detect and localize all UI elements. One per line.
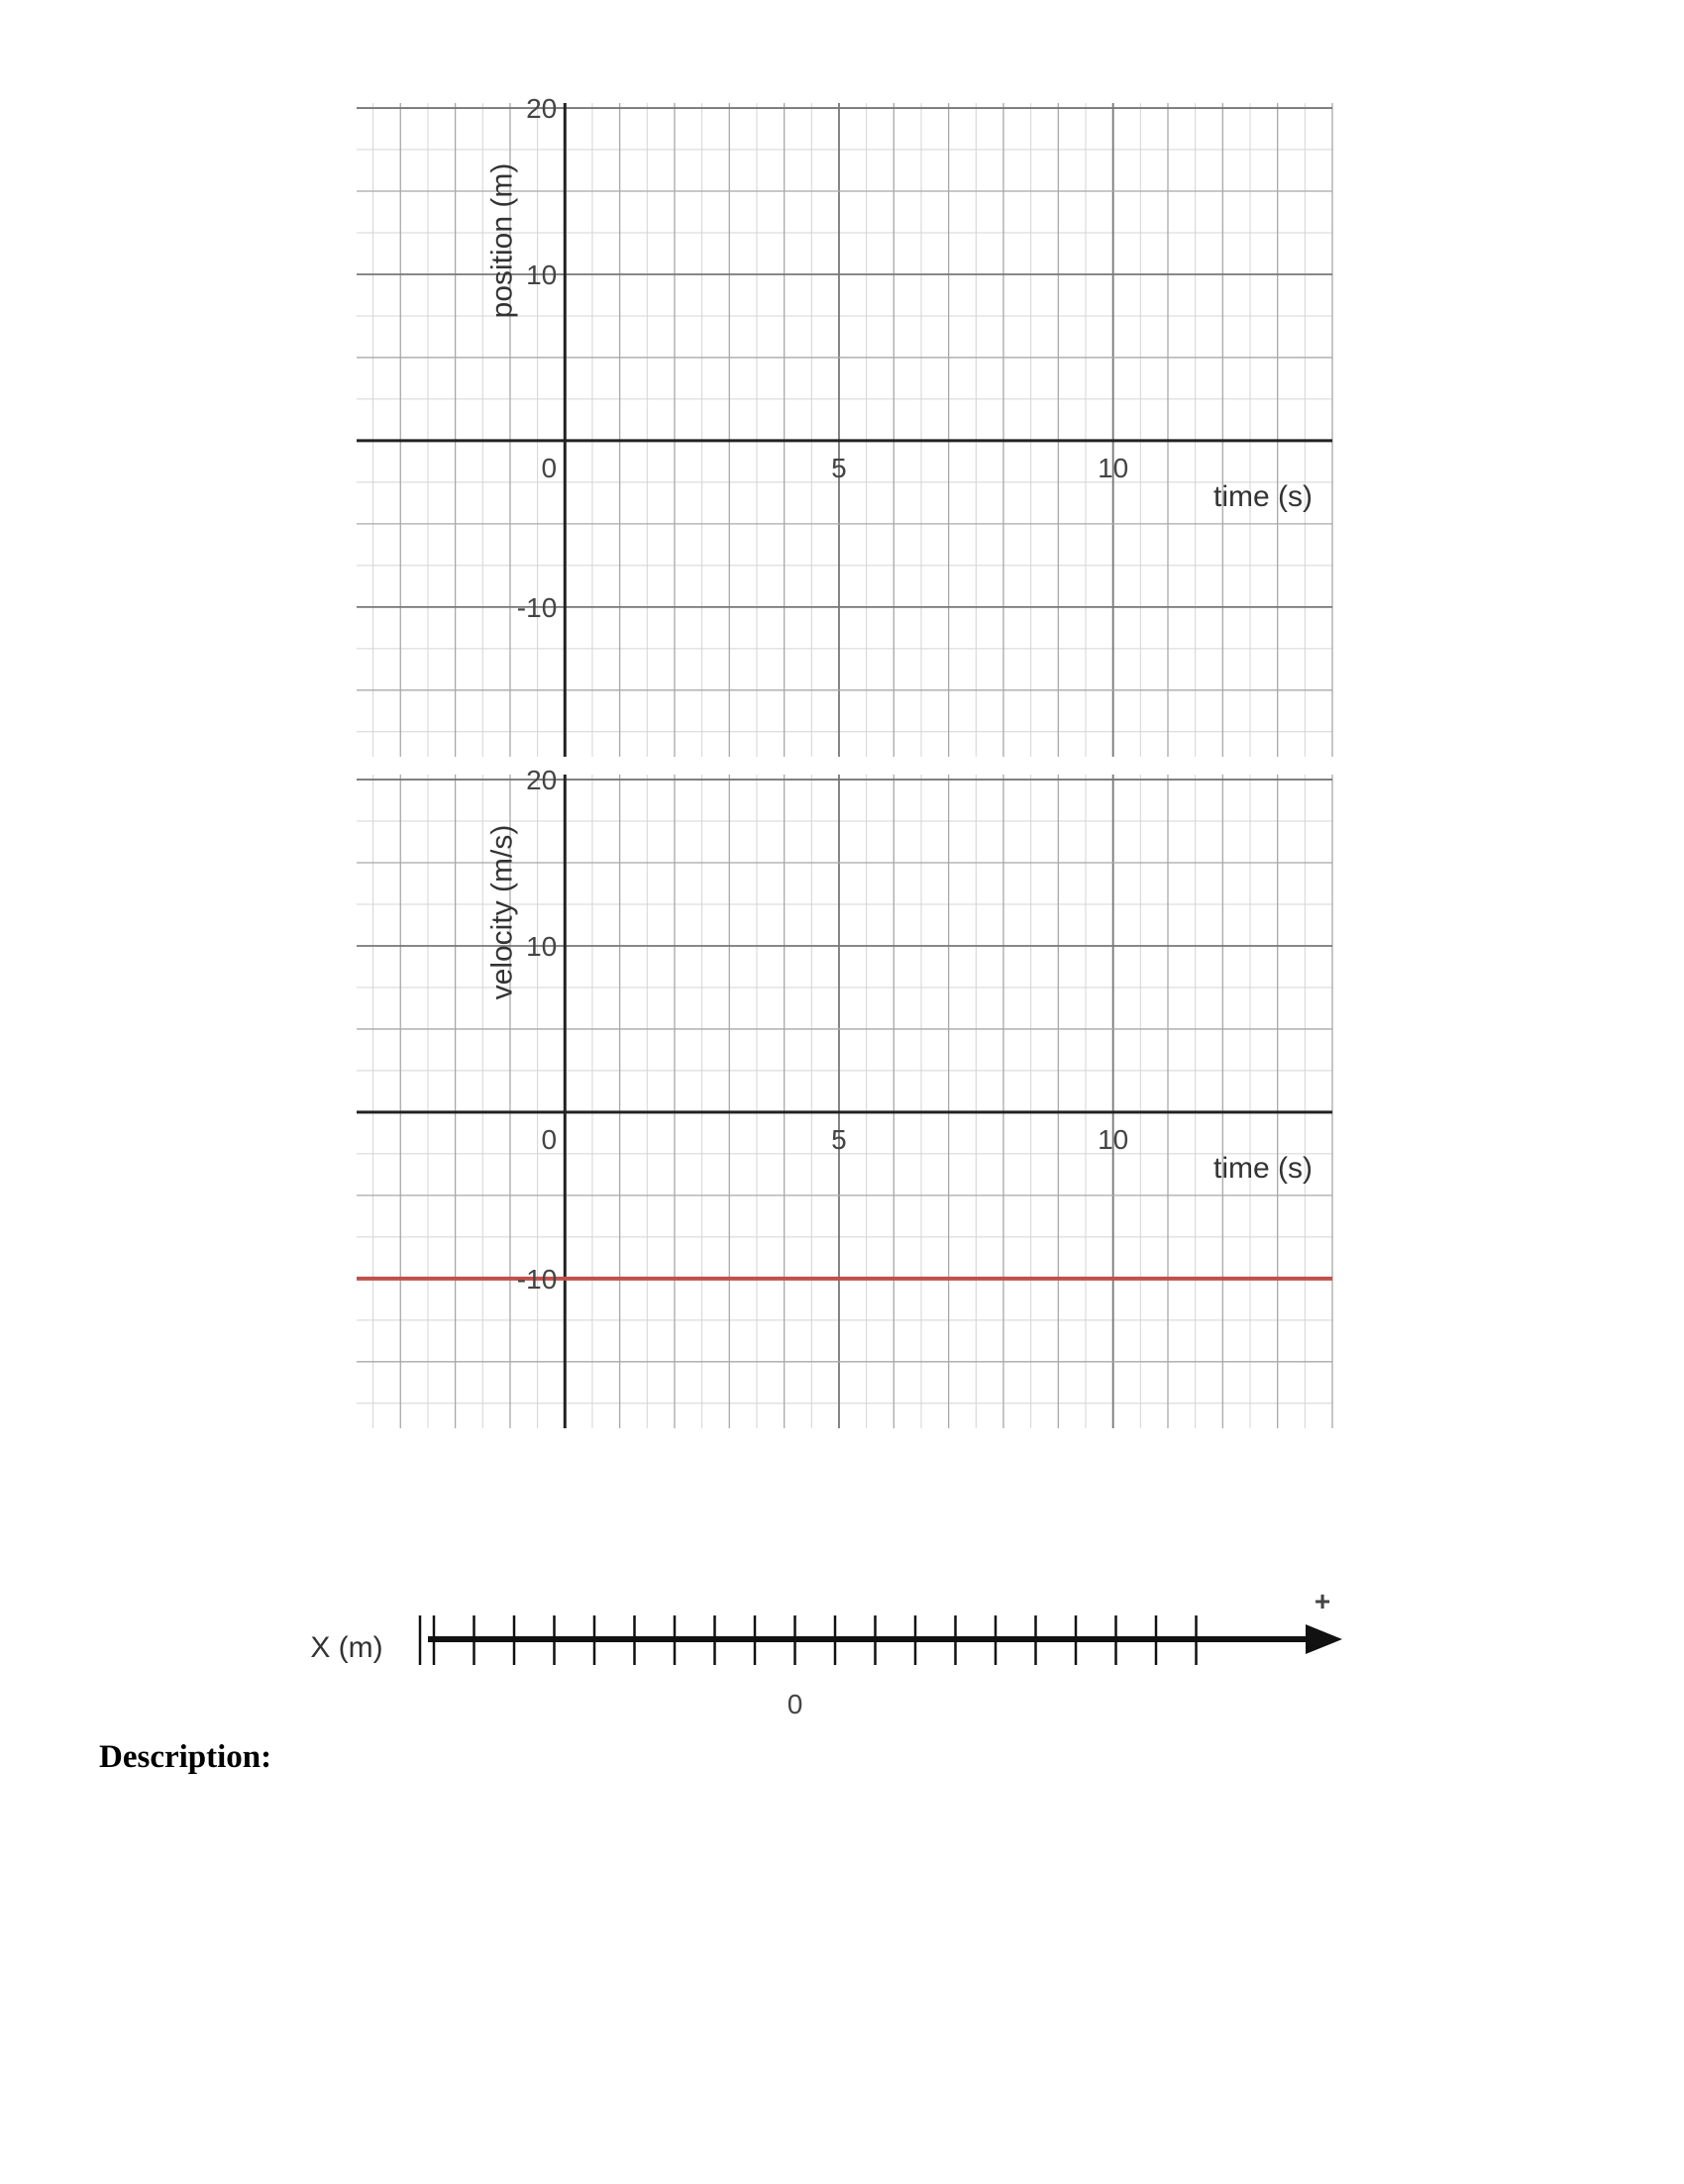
y-tick-label: 20 — [526, 765, 557, 795]
y-tick-label: 20 — [526, 93, 557, 124]
x-tick-label: 10 — [1098, 1124, 1128, 1155]
description-label: Description: — [99, 1739, 271, 1775]
positive-direction-label: + — [1315, 1586, 1330, 1616]
y-axis-label: position (m) — [485, 163, 518, 319]
x-axis-label: time (s) — [1213, 480, 1313, 513]
arrow-head-icon — [1306, 1624, 1342, 1654]
position-time-graph: 0 5 10 20 10 -10 time (s) position (m) — [357, 93, 1333, 757]
x-tick-label: 5 — [831, 453, 847, 483]
y-tick-label: -10 — [517, 592, 557, 623]
x-axis-label: time (s) — [1213, 1152, 1313, 1185]
zero-label: 0 — [788, 1689, 803, 1719]
velocity-time-graph: 0 5 10 20 10 -10 time (s) velocity (m/s) — [357, 765, 1333, 1428]
position-number-line: 0 + X (m) — [310, 1586, 1342, 1719]
x-tick-label: 0 — [541, 453, 557, 483]
x-tick-label: 5 — [831, 1124, 847, 1155]
x-tick-label: 0 — [541, 1124, 557, 1155]
y-tick-label: 10 — [526, 260, 557, 290]
y-tick-label: -10 — [517, 1264, 557, 1295]
y-axis-label: velocity (m/s) — [485, 825, 518, 1000]
x-tick-label: 10 — [1098, 453, 1128, 483]
y-tick-label: 10 — [526, 931, 557, 962]
x-m-label: X (m) — [310, 1631, 382, 1664]
